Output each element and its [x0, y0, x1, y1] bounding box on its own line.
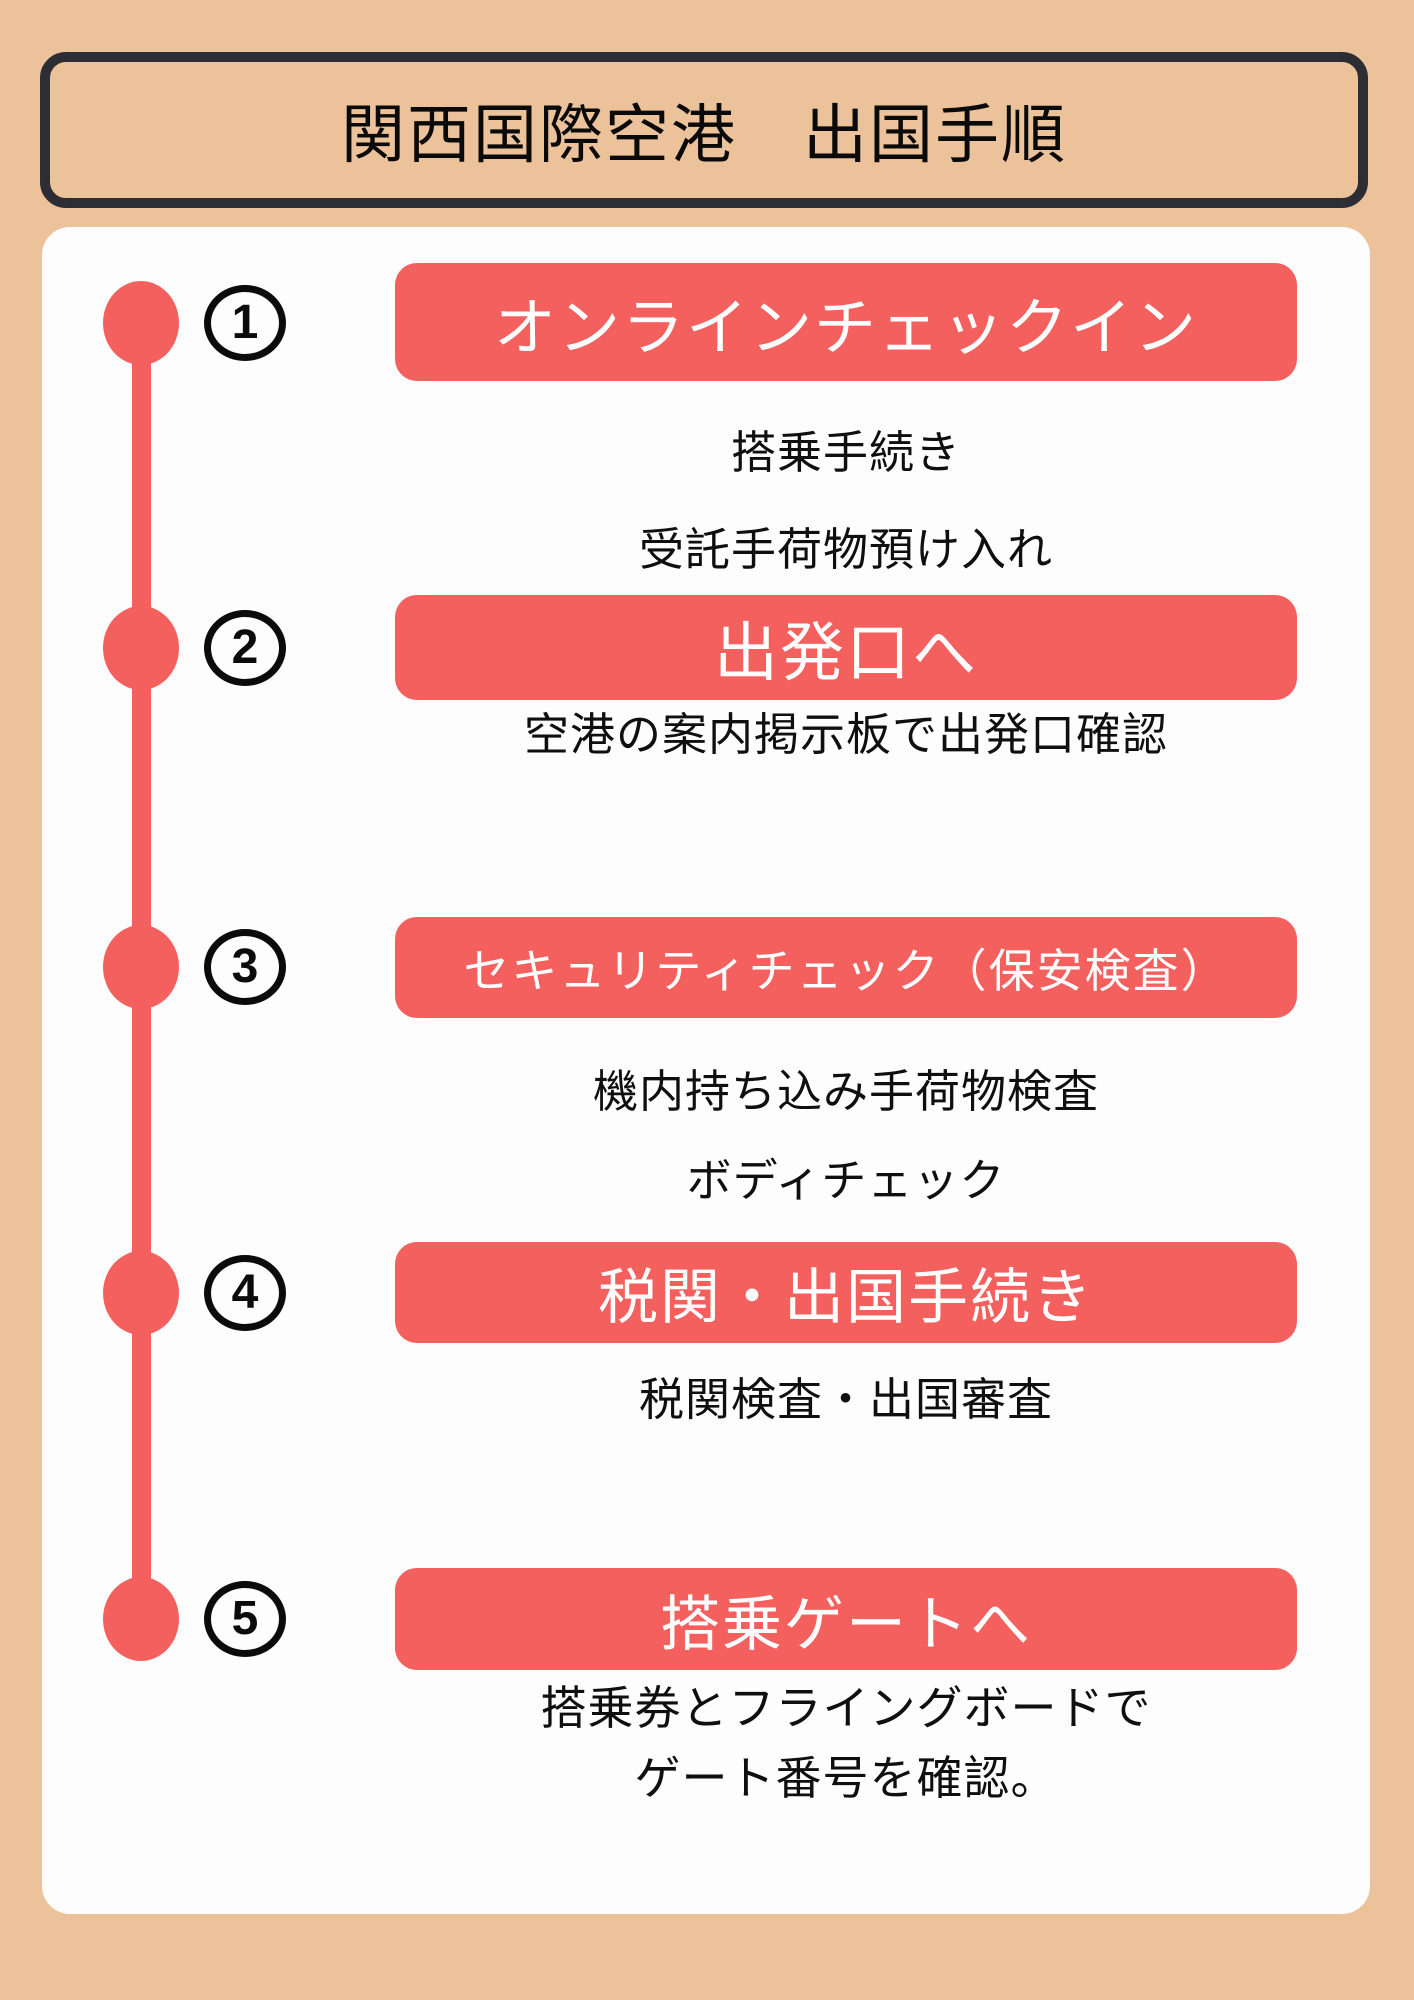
- step-caption: ボディチェック: [686, 1155, 1006, 1206]
- timeline-dot-2: [103, 606, 179, 690]
- timeline-dot-5: [103, 1577, 179, 1661]
- timeline-dot-4: [103, 1251, 179, 1335]
- step-banner-label: セキュリティチェック（保安検査）: [463, 944, 1229, 997]
- step-number: 2: [231, 621, 259, 674]
- step-banner-3: セキュリティチェック（保安検査）: [395, 917, 1297, 1018]
- step-number: 1: [231, 296, 259, 349]
- step-number-badge-3: 3: [204, 929, 286, 1005]
- step-number: 4: [231, 1266, 259, 1319]
- timeline-dot-1: [103, 281, 179, 365]
- step-number: 5: [231, 1592, 259, 1645]
- step-number-badge-1: 1: [204, 285, 286, 361]
- step-caption: 機内持ち込み手荷物検査: [592, 1066, 1099, 1117]
- step-banner-4: 税関・出国手続き: [395, 1242, 1297, 1343]
- step-banner-2: 出発口へ: [395, 595, 1297, 700]
- timeline-dot-3: [103, 925, 179, 1009]
- step-number: 3: [231, 940, 259, 993]
- step-banner-label: 搭乗ゲートへ: [660, 1590, 1032, 1658]
- page-title: 関西国際空港 出国手順: [341, 99, 1067, 171]
- step-banner-5: 搭乗ゲートへ: [395, 1568, 1297, 1670]
- step-banner-label: 出発口へ: [714, 616, 978, 689]
- title-box: 関西国際空港 出国手順: [40, 52, 1368, 208]
- step-caption: 搭乗手続き: [730, 427, 961, 478]
- step-number-badge-2: 2: [204, 610, 286, 686]
- step-banner-label: オンラインチェックイン: [493, 294, 1198, 363]
- step-caption: 空港の案内掲示板で出発口確認: [523, 709, 1168, 760]
- step-caption: 搭乗券とフライングボードで: [540, 1682, 1152, 1734]
- step-number-badge-5: 5: [204, 1581, 286, 1657]
- flow-panel: 1 2 3 4 5 オンラインチェックイン 出発口へ セキュリティチェック（保安…: [42, 227, 1370, 1914]
- step-caption: 受託手荷物預け入れ: [638, 524, 1053, 575]
- step-number-badge-4: 4: [204, 1255, 286, 1331]
- step-banner-label: 税関・出国手続き: [598, 1264, 1094, 1331]
- step-caption: 税関検査・出国審査: [638, 1374, 1053, 1425]
- step-caption: ゲート番号を確認。: [634, 1752, 1058, 1804]
- step-banner-1: オンラインチェックイン: [395, 263, 1297, 381]
